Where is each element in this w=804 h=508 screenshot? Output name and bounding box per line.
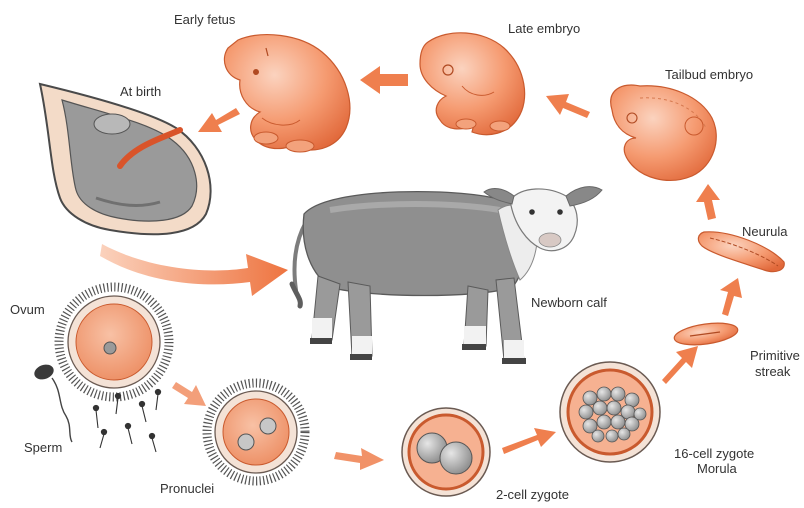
label-neurula: Neurula <box>742 224 788 239</box>
label-primitive-streak-1: Primitive <box>750 348 800 363</box>
arrow-birth-to-calf <box>100 244 288 296</box>
ovum-illustration <box>59 287 169 397</box>
at-birth-illustration <box>40 84 211 234</box>
arrow-late-embryo-to-early-fetus <box>360 66 408 94</box>
label-2-cell-zygote: 2-cell zygote <box>496 487 569 502</box>
arrow-neurula-to-tailbud <box>696 184 720 220</box>
early-fetus-illustration <box>224 35 349 152</box>
label-primitive-streak-2: streak <box>755 364 790 379</box>
tailbud-embryo-illustration <box>611 85 717 180</box>
label-morula: Morula <box>697 461 737 476</box>
arrow-ovum-to-pronuclei <box>172 382 206 406</box>
label-ovum: Ovum <box>10 302 45 317</box>
label-pronuclei: Pronuclei <box>160 481 214 496</box>
newborn-calf-illustration <box>292 187 602 364</box>
label-late-embryo: Late embryo <box>508 21 580 36</box>
arrow-early-fetus-to-at-birth <box>198 108 240 132</box>
arrow-pronuclei-to-2cell <box>334 448 384 470</box>
arrow-tailbud-to-late-embryo <box>546 94 590 118</box>
pronuclei-illustration <box>207 383 305 481</box>
two-cell-zygote-illustration <box>402 408 490 496</box>
arrow-2cell-to-16cell <box>502 428 556 454</box>
sixteen-cell-zygote-illustration <box>560 362 660 462</box>
late-embryo-illustration <box>420 33 525 135</box>
label-16-cell-zygote: 16-cell zygote <box>674 446 754 461</box>
label-newborn-calf: Newborn calf <box>531 295 607 310</box>
primitive-streak-illustration <box>673 320 739 349</box>
label-at-birth: At birth <box>120 84 161 99</box>
label-sperm: Sperm <box>24 440 62 455</box>
arrow-streak-to-neurula <box>720 278 742 316</box>
label-early-fetus: Early fetus <box>174 12 235 27</box>
label-tailbud-embryo: Tailbud embryo <box>665 67 753 82</box>
arrow-morula-to-streak <box>662 346 698 384</box>
